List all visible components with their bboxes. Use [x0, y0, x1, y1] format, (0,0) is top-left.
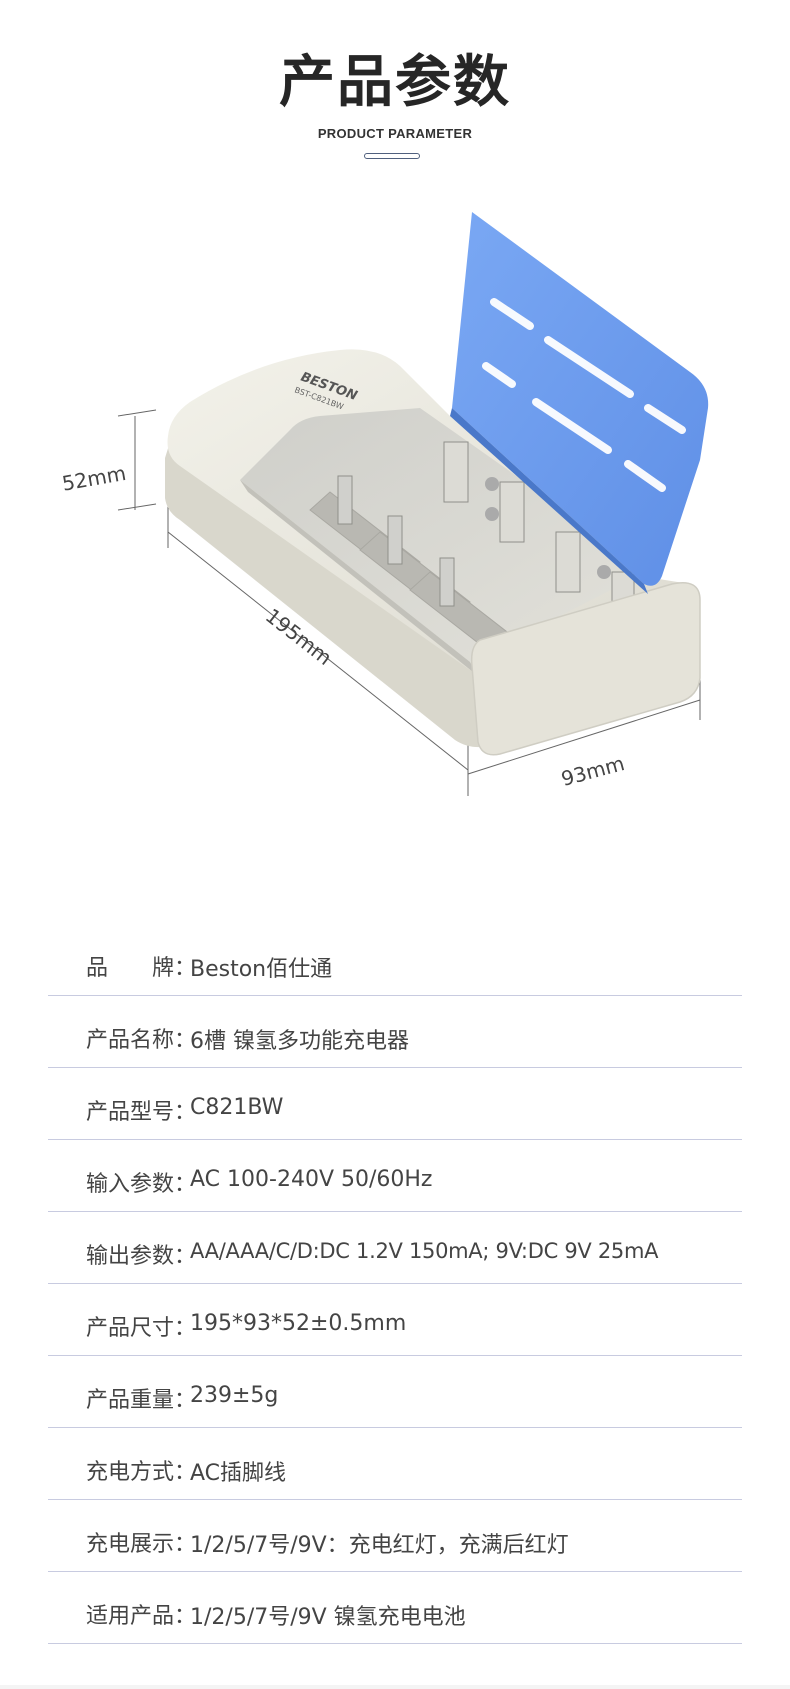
dimension-length: [167, 504, 469, 796]
page-subtitle: PRODUCT PARAMETER: [317, 126, 473, 141]
spec-row-brand: 品 牌： Beston佰仕通: [48, 924, 742, 996]
spec-label: 充电方式：: [86, 1460, 197, 1485]
charger-illustration: 52mm 195mm 93mm: [60, 212, 709, 796]
spec-row-model: 产品型号： C821BW: [48, 1068, 742, 1140]
spec-label: 适用产品：: [86, 1604, 197, 1629]
spec-label: 产品型号：: [86, 1100, 197, 1125]
spec-value: 1/2/5/7号/9V：充电红灯，充满后红灯: [190, 1533, 569, 1558]
spec-row-charge-method: 充电方式： AC插脚线: [48, 1428, 742, 1500]
spec-table: 品 牌： Beston佰仕通 产品名称： 6槽 镍氢多功能充电器 产品型号： C…: [48, 924, 742, 1644]
charger-body: BESTON BST-C821BW: [165, 349, 701, 756]
spec-row-weight: 产品重量： 239±5g: [48, 1356, 742, 1428]
charger-lid: [450, 212, 709, 594]
spec-label: 输出参数：: [86, 1244, 197, 1269]
spec-value: 239±5g: [190, 1383, 279, 1408]
spec-value: C821BW: [190, 1095, 284, 1120]
page-title: 产品参数: [279, 50, 511, 115]
spec-row-output: 输出参数： AA/AAA/C/D:DC 1.2V 150mA; 9V:DC 9V…: [48, 1212, 742, 1284]
spec-label: 产品尺寸：: [86, 1316, 197, 1341]
spec-label: 输入参数：: [86, 1172, 197, 1197]
spec-label: 品 牌：: [86, 956, 197, 981]
spec-value: 6槽 镍氢多功能充电器: [190, 1029, 409, 1054]
spec-label: 产品重量：: [86, 1388, 197, 1413]
spec-value: AC插脚线: [190, 1461, 287, 1486]
dimension-height-label: 52mm: [60, 461, 128, 496]
spec-value: Beston佰仕通: [190, 957, 333, 982]
spec-value: 195*93*52±0.5mm: [190, 1311, 407, 1336]
spec-value: AC 100-240V 50/60Hz: [190, 1167, 433, 1192]
spec-label: 充电展示：: [86, 1532, 197, 1557]
page-bottom-strip: [0, 1685, 790, 1689]
spec-value: AA/AAA/C/D:DC 1.2V 150mA; 9V:DC 9V 25mA: [190, 1239, 659, 1263]
spec-row-input: 输入参数： AC 100-240V 50/60Hz: [48, 1140, 742, 1212]
spec-value: 1/2/5/7号/9V 镍氢充电电池: [190, 1605, 466, 1630]
spec-row-indicator: 充电展示： 1/2/5/7号/9V：充电红灯，充满后红灯: [48, 1500, 742, 1572]
title-underline: [364, 153, 420, 159]
dimension-width-label: 93mm: [559, 751, 627, 791]
spec-row-name: 产品名称： 6槽 镍氢多功能充电器: [48, 996, 742, 1068]
spec-row-compatible: 适用产品： 1/2/5/7号/9V 镍氢充电电池: [48, 1572, 742, 1644]
dimension-height: [117, 409, 157, 511]
spec-row-size: 产品尺寸： 195*93*52±0.5mm: [48, 1284, 742, 1356]
spec-label: 产品名称：: [86, 1028, 197, 1053]
